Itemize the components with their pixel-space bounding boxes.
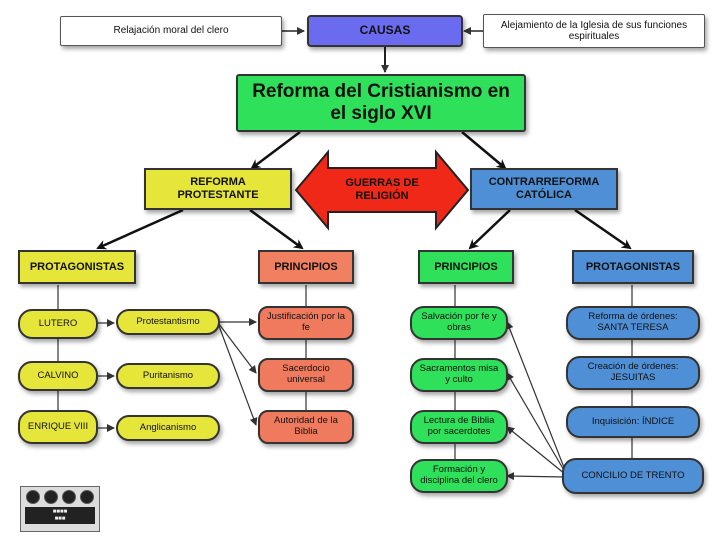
principle-salvacion: Salvación por fe y obras xyxy=(410,306,508,340)
protagonistas-contra-header: PROTAGONISTAS xyxy=(572,250,694,284)
sa-icon xyxy=(80,490,94,504)
causa-alejamiento: Alejamiento de la Iglesia de sus funcion… xyxy=(483,14,705,48)
protagonist-jesuitas: Creación de órdenes: JESUITAS xyxy=(566,356,700,390)
protagonist-calvino: CALVINO xyxy=(18,361,98,391)
license-badge: ■■■■■■■ xyxy=(20,486,100,532)
causas-box: CAUSAS xyxy=(307,15,463,47)
principle-formacion: Formación y disciplina del clero xyxy=(410,459,508,493)
protagonist-inquisicion: Inquisición: ÍNDICE xyxy=(566,406,700,438)
guerras-double-arrow xyxy=(294,149,470,231)
doctrine-puritanismo: Puritanismo xyxy=(116,363,220,389)
protagonist-enrique: ENRIQUE VIII xyxy=(18,410,98,444)
connector-contra-principios xyxy=(468,209,511,250)
main-title-box: Reforma del Cristianismo en el siglo XVI xyxy=(236,74,526,132)
doctrine-protestantismo: Protestantismo xyxy=(116,309,220,335)
principle-lectura: Lectura de Biblia por sacerdotes xyxy=(410,410,508,444)
principle-sacramentos: Sacramentos misa y culto xyxy=(410,358,508,392)
principle-autoridad: Autoridad de la Biblia xyxy=(258,410,354,444)
connector-contra-protagonistas xyxy=(574,208,632,250)
reforma-protestante-box: REFORMA PROTESTANTE xyxy=(144,168,292,210)
cc-icon xyxy=(26,490,40,504)
connector-reforma-principios xyxy=(249,208,304,250)
license-mark: ■■■■■■■ xyxy=(25,507,95,525)
principle-justificacion: Justificación por la fe xyxy=(258,306,354,340)
guerras-label: GUERRAS DE RELIGIÓN xyxy=(345,177,419,202)
doctrine-anglicanismo: Anglicanismo xyxy=(116,415,220,441)
protagonist-lutero: LUTERO xyxy=(18,309,98,339)
connector-trento-p2 xyxy=(506,372,566,473)
connector-main-contrarreforma xyxy=(461,131,507,170)
principios-contra-header: PRINCIPIOS xyxy=(418,250,514,284)
connector-trento-p4 xyxy=(506,472,566,481)
connector-reforma-protagonistas xyxy=(96,208,184,250)
protagonistas-reforma-header: PROTAGONISTAS xyxy=(18,250,136,284)
causa-relajacion: Relajación moral del clero xyxy=(60,16,282,46)
connector-prot-p3 xyxy=(218,325,258,426)
connector-prot-p2 xyxy=(218,323,257,374)
connector-trento-p1 xyxy=(505,321,566,471)
by-icon xyxy=(44,490,58,504)
principle-sacerdocio: Sacerdocio universal xyxy=(258,358,354,392)
connector-trento-p3 xyxy=(506,426,566,475)
protagonist-santa-teresa: Reforma de órdenes: SANTA TERESA xyxy=(566,306,700,340)
principios-reforma-header: PRINCIPIOS xyxy=(258,250,354,284)
protagonist-trento: CONCILIO DE TRENTO xyxy=(562,458,704,494)
nc-icon xyxy=(62,490,76,504)
contrarreforma-box: CONTRARREFORMA CATÓLICA xyxy=(470,168,618,210)
connector-main-reforma xyxy=(250,131,301,170)
